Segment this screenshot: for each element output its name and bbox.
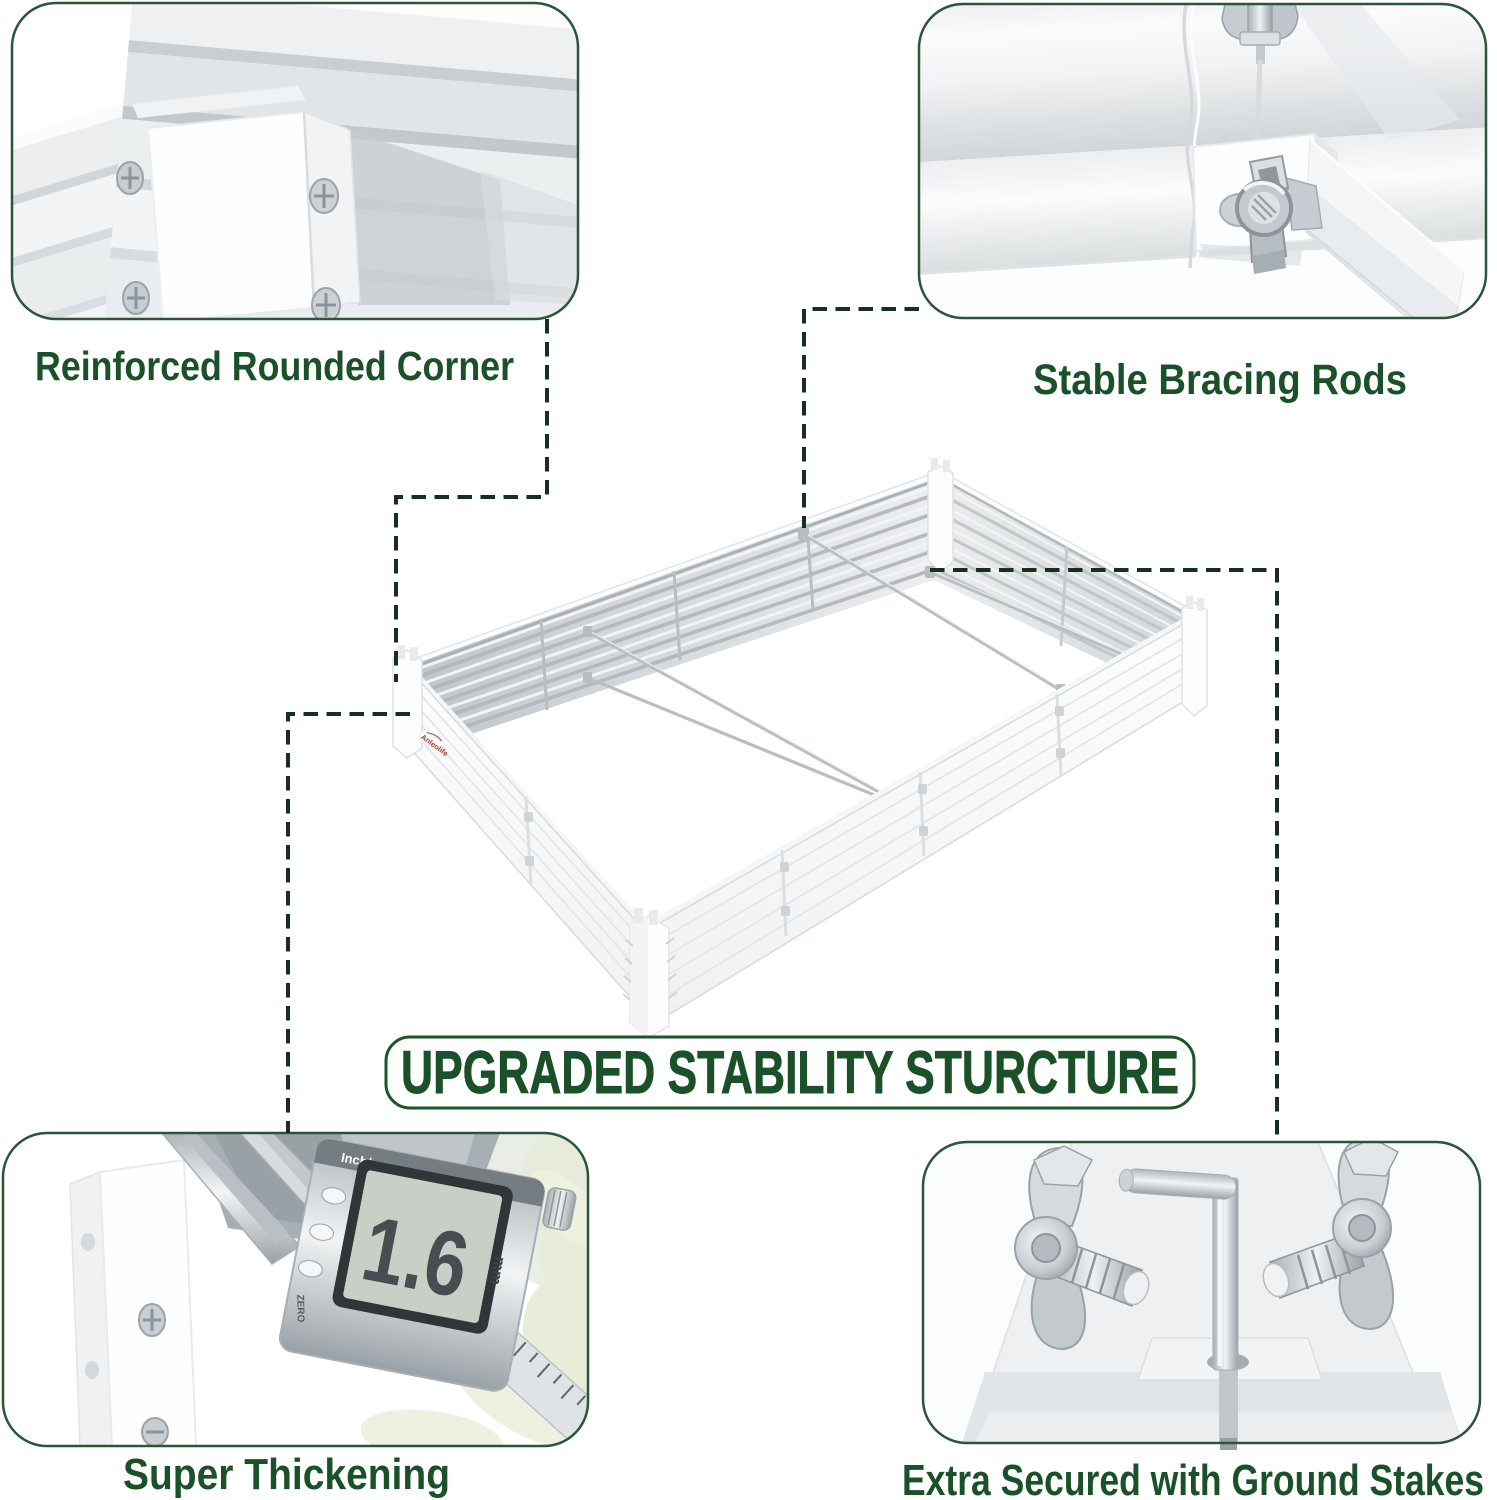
svg-text:1.6: 1.6 xyxy=(355,1198,477,1318)
svg-text:Extra Secured with Ground Stak: Extra Secured with Ground Stakes xyxy=(902,1456,1484,1500)
svg-text:Reinforced Rounded Corner: Reinforced Rounded Corner xyxy=(35,343,514,389)
svg-text:ZERO: ZERO xyxy=(294,1295,305,1323)
svg-text:mm: mm xyxy=(486,1255,508,1286)
svg-text:80: 80 xyxy=(575,1430,600,1455)
svg-text:Stable Bracing Rods: Stable Bracing Rods xyxy=(1033,356,1407,404)
svg-text:UPGRADED STABILITY STURCTURE: UPGRADED STABILITY STURCTURE xyxy=(401,1038,1179,1106)
svg-text:Super Thickening: Super Thickening xyxy=(123,1450,450,1499)
